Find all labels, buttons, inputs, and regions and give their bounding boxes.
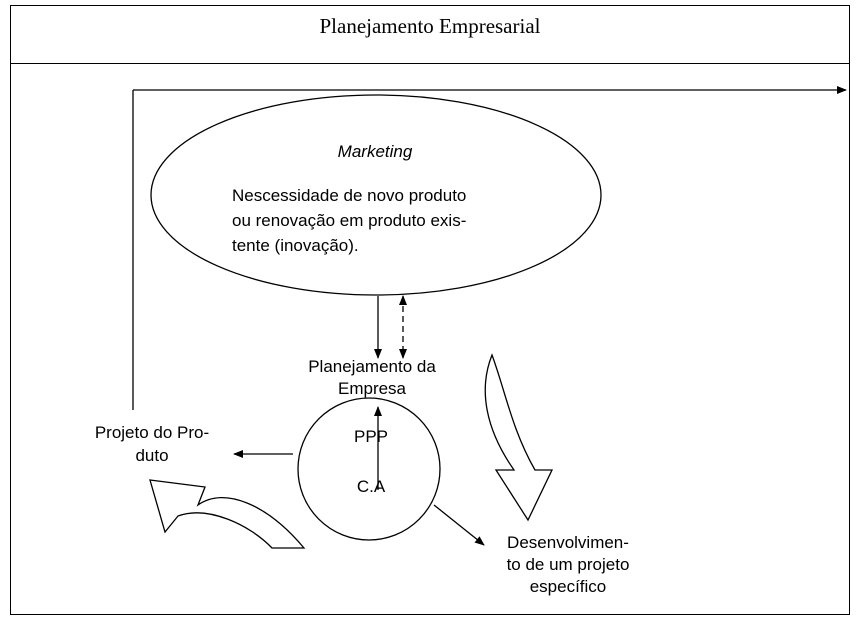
diagram-title: Planejamento Empresarial — [11, 6, 849, 64]
marketing-line-3: tente (inovação). — [232, 236, 359, 255]
circle-bottom-label: C.A — [357, 477, 386, 496]
circle-top-label: PPP — [354, 427, 388, 446]
development-line-3: específico — [530, 577, 607, 596]
right-curved-block-arrow — [484, 353, 554, 522]
planning-line-1: Planejamento da — [308, 357, 436, 376]
marketing-line-2: ou renovação em produto exis- — [232, 211, 466, 230]
marketing-line-1: Nescessidade de novo produto — [232, 186, 466, 205]
left-curved-block-arrow — [149, 479, 306, 549]
diagram-frame — [10, 5, 850, 615]
marketing-heading: Marketing — [338, 142, 413, 161]
development-line-1: Desenvolvimen- — [507, 533, 629, 552]
company-circle — [297, 397, 441, 541]
development-line-2: to de um projeto — [507, 555, 630, 574]
planning-line-2: Empresa — [338, 379, 407, 398]
marketing-ellipse — [150, 94, 602, 296]
circle-to-development-arrow — [433, 504, 485, 546]
product-line-1: Projeto do Pro- — [95, 423, 209, 442]
product-line-2: duto — [135, 446, 168, 465]
